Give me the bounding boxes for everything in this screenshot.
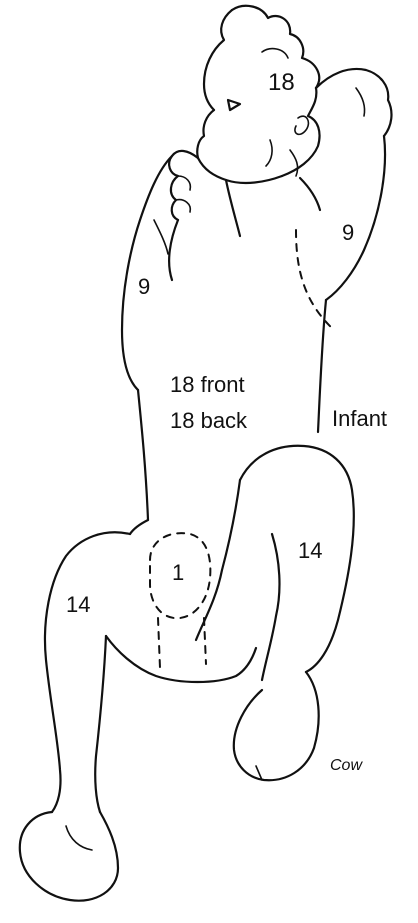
left-leg-outline [20,532,130,900]
genital-region-outline [150,533,210,668]
label-arm-right: 9 [342,220,354,245]
head-outline [197,6,319,183]
label-trunk-front: 18 front [170,372,245,397]
label-signature: Cow [330,757,363,774]
label-leg-right: 14 [298,538,322,563]
label-genital: 1 [172,560,184,585]
label-arm-left: 9 [138,274,150,299]
label-trunk-back: 18 back [170,408,248,433]
left-hand-outline [169,151,198,220]
torso-outline [138,180,326,520]
left-arm-outline [122,156,178,390]
label-leg-left: 14 [66,592,90,617]
right-arm-outline [296,69,391,330]
hip-outline [106,520,256,682]
label-head: 18 [268,69,295,96]
label-caption: Infant [332,406,387,431]
right-leg-outline [196,446,354,780]
